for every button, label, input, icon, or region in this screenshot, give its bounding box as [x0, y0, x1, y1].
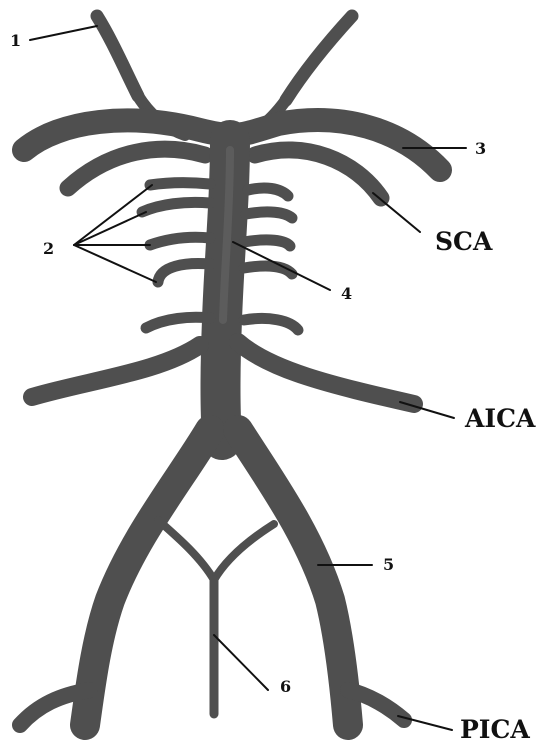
leader-sca [373, 193, 420, 232]
pontine-branch-left-1 [150, 183, 210, 185]
label-1: 1 [10, 31, 21, 50]
label-6: 6 [280, 677, 291, 696]
pontine-branch-left-2 [142, 202, 210, 212]
label-2: 2 [43, 239, 54, 258]
pontine-branch-right-5 [244, 318, 298, 330]
label-sca: SCA [435, 227, 493, 256]
pontine-branch-right-3 [244, 240, 290, 246]
leader-6 [214, 635, 268, 690]
pontine-branch-left-4 [158, 264, 210, 282]
label-4: 4 [341, 284, 352, 303]
left-posterior-cerebral-artery [97, 16, 138, 96]
label-pica: PICA [460, 715, 530, 742]
right-anterior-spinal-root [214, 524, 274, 580]
pontine-branch-right-2 [246, 212, 292, 218]
leader-1 [30, 26, 97, 40]
left-anterior-inferior-cerebellar-artery [32, 345, 200, 397]
label-5: 5 [383, 555, 394, 574]
left-anterior-spinal-root [158, 520, 214, 580]
label-aica: AICA [464, 404, 536, 433]
left-vertebral-artery [85, 430, 210, 725]
right-posterior-cerebral-artery [286, 16, 352, 100]
right-vertebral-artery [238, 430, 348, 725]
vessel-network [20, 16, 440, 725]
leader-2d [74, 245, 156, 282]
pontine-branch-right-1 [248, 188, 288, 196]
pontine-branch-left-3 [150, 237, 210, 245]
right-anterior-inferior-cerebellar-artery [238, 342, 414, 404]
pontine-branch-left-5 [146, 317, 210, 328]
label-3: 3 [475, 139, 486, 158]
